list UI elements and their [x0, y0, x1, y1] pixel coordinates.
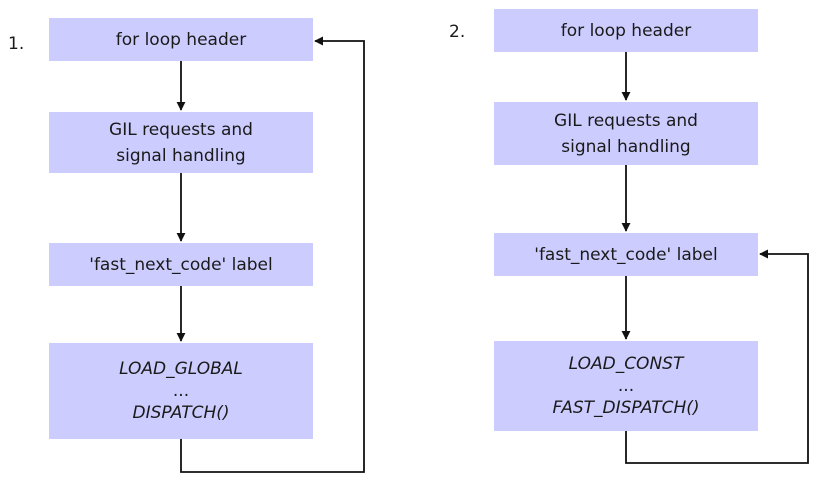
- d1-loop-back-arrow: [180, 36, 365, 473]
- diagram-2-number: 2.: [449, 22, 466, 42]
- opcode-ellipsis: ...: [617, 376, 635, 396]
- gil-text-line2: signal handling: [561, 136, 691, 157]
- diagram-2-header-box: for loop header: [494, 9, 758, 52]
- d2-loop-back-arrow: [625, 249, 809, 464]
- label-text: 'fast_next_code' label: [534, 244, 718, 265]
- opcode-dispatch: DISPATCH(): [132, 403, 230, 423]
- diagram-2-gil-box: GIL requests and signal handling: [494, 102, 758, 165]
- diagram-1-label-box: 'fast_next_code' label: [49, 243, 313, 286]
- opcode-ellipsis: ...: [172, 381, 190, 401]
- diagram-2-label-box: 'fast_next_code' label: [494, 233, 758, 276]
- opcode-dispatch: FAST_DISPATCH(): [552, 398, 700, 418]
- header-text: for loop header: [115, 29, 247, 50]
- diagram-1-header-box: for loop header: [49, 18, 313, 61]
- gil-text-line1: GIL requests and: [554, 110, 698, 131]
- label-text: 'fast_next_code' label: [89, 254, 273, 275]
- diagram-1-gil-box: GIL requests and signal handling: [49, 112, 313, 173]
- gil-text-line2: signal handling: [116, 145, 246, 166]
- header-text: for loop header: [560, 20, 692, 41]
- gil-text-line1: GIL requests and: [109, 119, 253, 140]
- opcode-name: LOAD_GLOBAL: [119, 359, 243, 379]
- opcode-name: LOAD_CONST: [568, 354, 684, 374]
- diagram-1-opcode-box: LOAD_GLOBAL ... DISPATCH(): [49, 343, 313, 439]
- diagram-2-opcode-box: LOAD_CONST ... FAST_DISPATCH(): [494, 341, 758, 431]
- diagram-1-number: 1.: [8, 34, 25, 54]
